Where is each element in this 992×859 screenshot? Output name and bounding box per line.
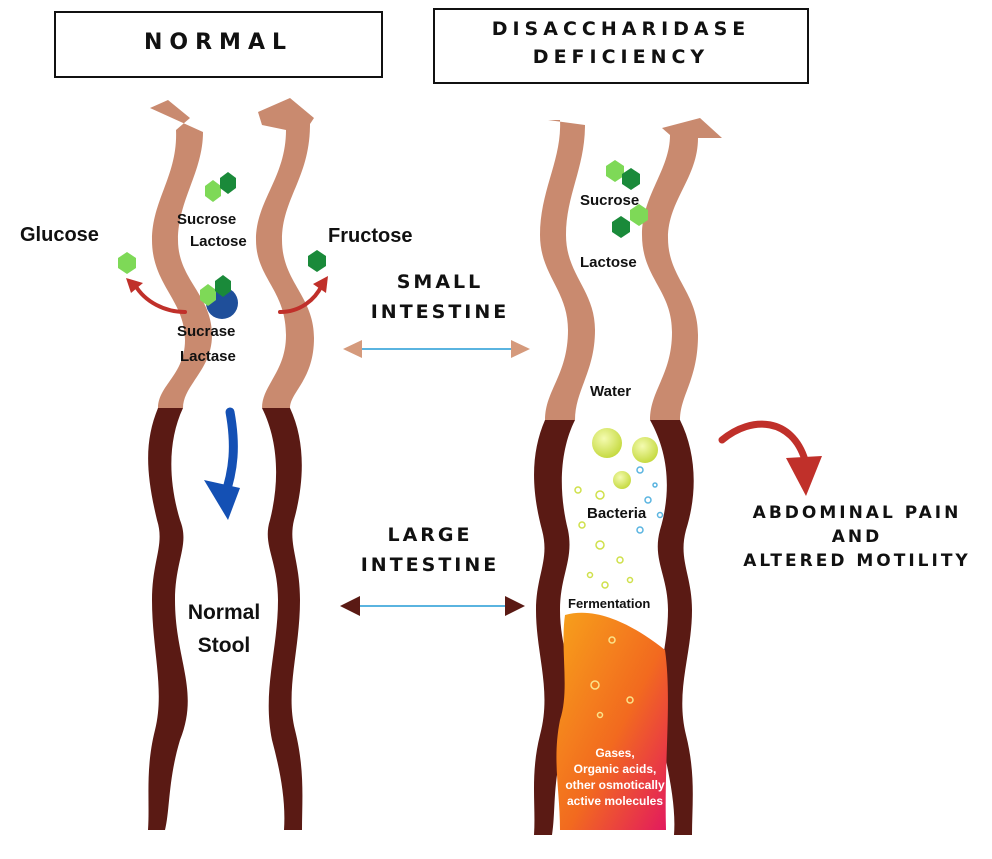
enzyme-bound-molecule (200, 275, 231, 306)
normal-small-intestine (150, 98, 314, 408)
fructose-arrow-head (313, 276, 328, 293)
deficiency-header-title-line2: DEFICIENCY (532, 46, 710, 68)
normal-header-title: NORMAL (144, 30, 293, 55)
water-label: Water (590, 383, 632, 400)
deficiency-header-title-line1: DISACCHARIDASE (491, 18, 751, 40)
gases-label-line2: Organic acids, (573, 762, 657, 776)
deficiency-sucrose-label: Sucrose (580, 192, 640, 209)
fermentation-label: Fermentation (568, 596, 651, 611)
normal-lactose-label: Lactose (190, 233, 247, 250)
fructose-molecule (308, 250, 326, 272)
deficiency-small-intestine (540, 118, 722, 420)
normal-sucrose-label: Sucrose (177, 211, 237, 228)
sucrase-label: Sucrase (177, 323, 236, 340)
gas-bubbles (592, 428, 658, 489)
pain-label-line3: ALTERED MOTILITY (743, 551, 971, 571)
pain-label-line2: AND (831, 527, 883, 547)
pain-label-line1: ABDOMINAL PAIN (752, 503, 962, 523)
gases-label-line1: Gases, (595, 746, 635, 760)
deficiency-molecule-lower (612, 204, 648, 238)
pain-arrow (718, 420, 809, 464)
large-intestine-label-line2: INTESTINE (360, 554, 500, 576)
deficiency-header-box (433, 8, 809, 84)
large-intestine-connector (340, 596, 525, 616)
glucose-label: Glucose (20, 224, 99, 246)
fructose-label: Fructose (328, 225, 413, 247)
small-intestine-label-line1: SMALL (396, 271, 484, 293)
bacteria-label: Bacteria (587, 505, 647, 522)
normal-large-intestine (148, 408, 303, 830)
fermentation-fluid (556, 612, 668, 830)
lactase-label: Lactase (180, 348, 236, 365)
glucose-arrow-head (126, 278, 143, 293)
deficiency-lactose-label: Lactose (580, 254, 637, 271)
large-intestine-label-line1: LARGE (387, 524, 473, 546)
glucose-molecule (118, 252, 136, 274)
small-intestine-label-line2: INTESTINE (370, 301, 510, 323)
pain-arrow-head (786, 456, 822, 496)
small-intestine-connector (343, 340, 530, 358)
normal-disaccharide-molecule (205, 172, 236, 202)
deficiency-molecule-upper (606, 160, 640, 190)
normal-stool-line2: Stool (197, 634, 251, 657)
normal-header-box (54, 11, 383, 78)
small-bubbles (574, 466, 664, 719)
stool-flow-arrow-head (204, 480, 240, 520)
normal-stool-line1: Normal (187, 601, 261, 624)
gases-label-line3: other osmotically (565, 778, 665, 792)
gases-label-line4: active molecules (566, 794, 664, 808)
